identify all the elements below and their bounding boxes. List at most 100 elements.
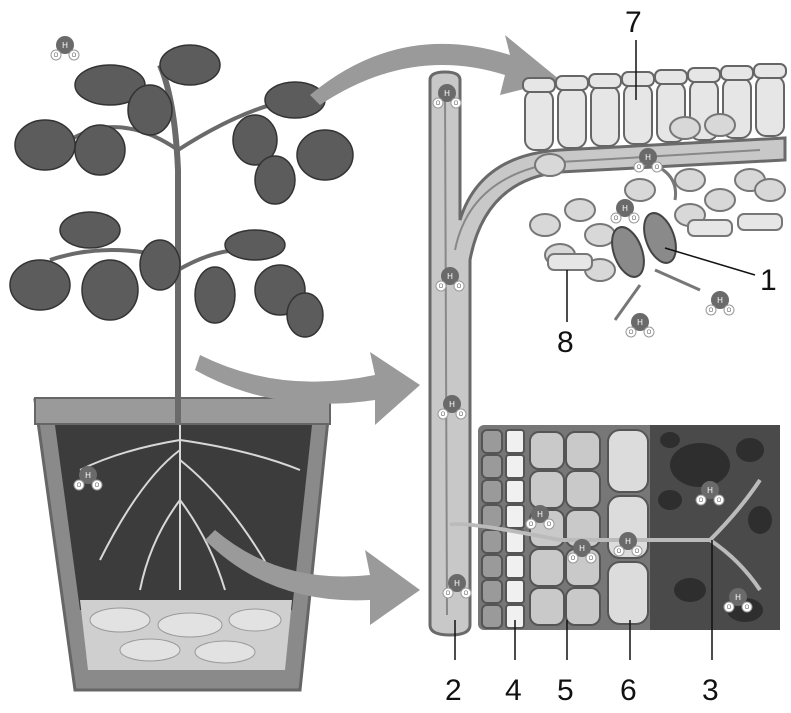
leaf-tissue [522, 63, 787, 321]
oxygen-atom [631, 545, 643, 557]
epidermis-cell [481, 529, 503, 554]
root-cells [481, 429, 649, 629]
soil-particles [658, 432, 772, 622]
cortex-cell [529, 470, 565, 509]
epidermis-cell [555, 75, 589, 91]
hydrogen-atom [438, 84, 456, 102]
oxygen-label: O [635, 549, 640, 555]
epidermis-cell [481, 429, 503, 454]
oxygen-label: O [717, 498, 722, 504]
oxygen-label: O [464, 591, 469, 597]
hydrogen-label: H [447, 272, 453, 281]
oxygen-label: O [95, 483, 100, 489]
oxygen-atom [73, 479, 85, 491]
epidermis-cell [522, 77, 556, 93]
oxygen-label: O [547, 522, 552, 528]
oxygen-label: O [655, 165, 660, 171]
spongy-layer [529, 113, 786, 282]
leaves [9, 44, 354, 338]
cortex-cell [505, 554, 525, 579]
pebble-stones [89, 607, 282, 664]
spongy-cell [564, 198, 596, 222]
palisade-cell [524, 89, 554, 151]
hydrogen-label: H [625, 537, 631, 546]
hydrogen-atom [619, 532, 637, 550]
oxygen-atom [50, 49, 62, 61]
oxygen-atom [460, 587, 472, 599]
oxygen-label: O [617, 549, 622, 555]
oxygen-label: O [637, 165, 642, 171]
oxygen-atom [705, 304, 717, 316]
epidermis-cell [481, 554, 503, 579]
oxygen-label: O [709, 308, 714, 314]
hydrogen-atom [729, 588, 747, 606]
oxygen-atom [585, 552, 597, 564]
hydrogen-label: H [444, 89, 450, 98]
epidermis-cell [588, 73, 622, 89]
hydrogen-label: H [85, 471, 91, 480]
hydrogen-atom [443, 395, 461, 413]
palisade-layer [522, 63, 787, 151]
hydrogen-atom [448, 574, 466, 592]
spongy-cell [704, 113, 736, 137]
cortex-cell [565, 431, 601, 470]
soil-particle [674, 578, 706, 602]
endodermis-cell [607, 561, 649, 625]
water-molecule: HO O [613, 532, 643, 557]
oxygen-atom [567, 552, 579, 564]
epidermis-cell [654, 69, 688, 85]
hydrogen-label: H [449, 400, 455, 409]
epidermis-cell [720, 65, 754, 81]
spongy-cell [534, 153, 566, 177]
oxygen-atom [613, 545, 625, 557]
guard-cells [611, 212, 677, 278]
cortex-cell [529, 548, 565, 587]
cortex-cell [565, 470, 601, 509]
oxygen-atom [432, 97, 444, 109]
palisade-cell [623, 83, 653, 145]
oxygen-label: O [629, 330, 634, 336]
label-7: 7 [625, 6, 642, 39]
root-hair [449, 478, 762, 592]
arrow-to-leaf [310, 35, 560, 105]
endodermis-cell [607, 429, 649, 493]
mesophyll-cell [547, 253, 593, 271]
oxygen-label: O [454, 101, 459, 107]
hydrogen-label: H [645, 153, 651, 162]
hydrogen-label: H [735, 593, 741, 602]
hydrogen-label: H [579, 544, 585, 553]
hydrogen-atom [79, 466, 97, 484]
palisade-cell [590, 85, 620, 147]
mesophyll-cell [737, 213, 783, 231]
cortex-cell [505, 429, 525, 454]
oxygen-label: O [647, 330, 652, 336]
epidermis-cell [621, 71, 655, 87]
hydrogen-atom [531, 505, 549, 523]
oxygen-atom [695, 494, 707, 506]
endodermis-cell [607, 495, 649, 559]
oxygen-label: O [436, 101, 441, 107]
soil-particle [736, 438, 764, 462]
oxygen-atom [651, 161, 663, 173]
oxygen-atom [450, 97, 462, 109]
cortex-cell [529, 587, 565, 626]
epidermis-cell [481, 604, 503, 629]
oxygen-label: O [529, 522, 534, 528]
oxygen-label: O [699, 498, 704, 504]
arrow-to-root [205, 530, 420, 625]
epidermis-cell [753, 63, 787, 79]
oxygen-label: O [614, 216, 619, 222]
oxygen-atom [455, 408, 467, 420]
cortex-cell [505, 504, 525, 529]
spongy-cell [624, 178, 656, 202]
soil-particle [748, 506, 772, 534]
hydrogen-label: H [622, 204, 628, 213]
oxygen-atom [442, 587, 454, 599]
